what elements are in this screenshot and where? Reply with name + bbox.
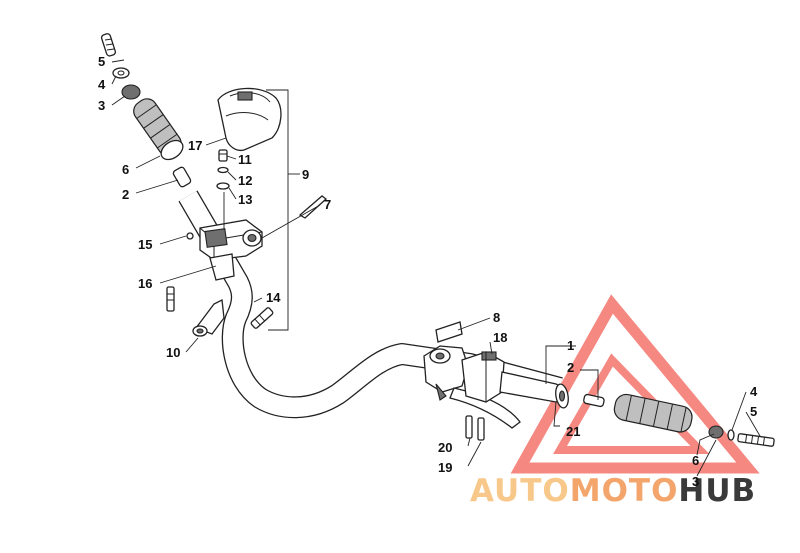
part-throttle-housing-18 <box>461 351 505 403</box>
callout-3-right: 3 <box>692 474 699 489</box>
watermark-word-moto: MOTO <box>570 473 679 509</box>
watermark-logo: AUTOMOTOHUB <box>470 294 760 509</box>
part-washer-right <box>727 429 735 441</box>
leader-lines <box>111 59 761 477</box>
callout-4-right: 4 <box>750 384 758 399</box>
callout-10: 10 <box>166 345 180 360</box>
part-bushing-left <box>172 166 192 188</box>
part-grip-right <box>613 393 693 433</box>
callout-2-left: 2 <box>122 187 129 202</box>
callout-1: 1 <box>567 338 574 353</box>
callout-9: 9 <box>302 167 309 182</box>
part-bracket-10 <box>192 299 225 337</box>
callout-19: 19 <box>438 460 452 475</box>
part-housing-17 <box>217 87 282 152</box>
callout-17: 17 <box>188 138 202 153</box>
callout-3-left: 3 <box>98 98 105 113</box>
part-washer-left <box>112 67 130 79</box>
part-left-control-block <box>199 219 263 261</box>
part-screw-19 <box>477 417 485 441</box>
callout-15: 15 <box>138 237 152 252</box>
part-grip-left <box>133 98 184 161</box>
callout-14: 14 <box>266 290 281 305</box>
callout-6-left: 6 <box>122 162 129 177</box>
part-screw-15 <box>186 232 194 240</box>
callout-4-left: 4 <box>98 77 106 92</box>
callout-labels: 5 4 3 6 2 17 11 12 13 9 7 15 16 14 10 8 … <box>98 54 758 489</box>
callout-5-right: 5 <box>750 404 757 419</box>
callout-18: 18 <box>493 330 507 345</box>
part-bolt-14 <box>250 307 274 329</box>
part-bolt-left <box>100 33 117 57</box>
part-end-weight-left <box>121 84 141 100</box>
watermark-text: AUTOMOTOHUB <box>470 473 756 509</box>
part-clamp-lower <box>209 253 235 281</box>
part-end-weight-right <box>708 425 724 439</box>
callout-20: 20 <box>438 440 452 455</box>
callout-2-right: 2 <box>567 360 574 375</box>
part-screw-16 <box>166 286 175 312</box>
part-washer-21 <box>555 383 569 409</box>
part-bushing-right <box>583 393 605 408</box>
part-bolt-right <box>737 433 775 447</box>
watermark-word-auto: AUTO <box>470 473 570 509</box>
callout-7: 7 <box>324 197 331 212</box>
callout-21: 21 <box>566 424 580 439</box>
part-washer-12 <box>217 166 229 174</box>
watermark-triangle-outer <box>510 294 760 474</box>
watermark-word-hub: HUB <box>678 473 756 509</box>
callout-11: 11 <box>238 152 252 167</box>
part-decal-7 <box>298 195 328 219</box>
part-master-cylinder <box>423 345 469 401</box>
callout-5-left: 5 <box>98 54 105 69</box>
part-screw-11 <box>218 149 228 162</box>
callout-6-right: 6 <box>692 453 699 468</box>
part-washer-13 <box>216 182 230 190</box>
handlebar-tube <box>178 190 563 419</box>
part-decal-8 <box>435 321 463 343</box>
callout-16: 16 <box>138 276 152 291</box>
callout-13: 13 <box>238 192 252 207</box>
part-screw-20 <box>465 415 473 439</box>
callout-8: 8 <box>493 310 500 325</box>
callout-12: 12 <box>238 173 252 188</box>
